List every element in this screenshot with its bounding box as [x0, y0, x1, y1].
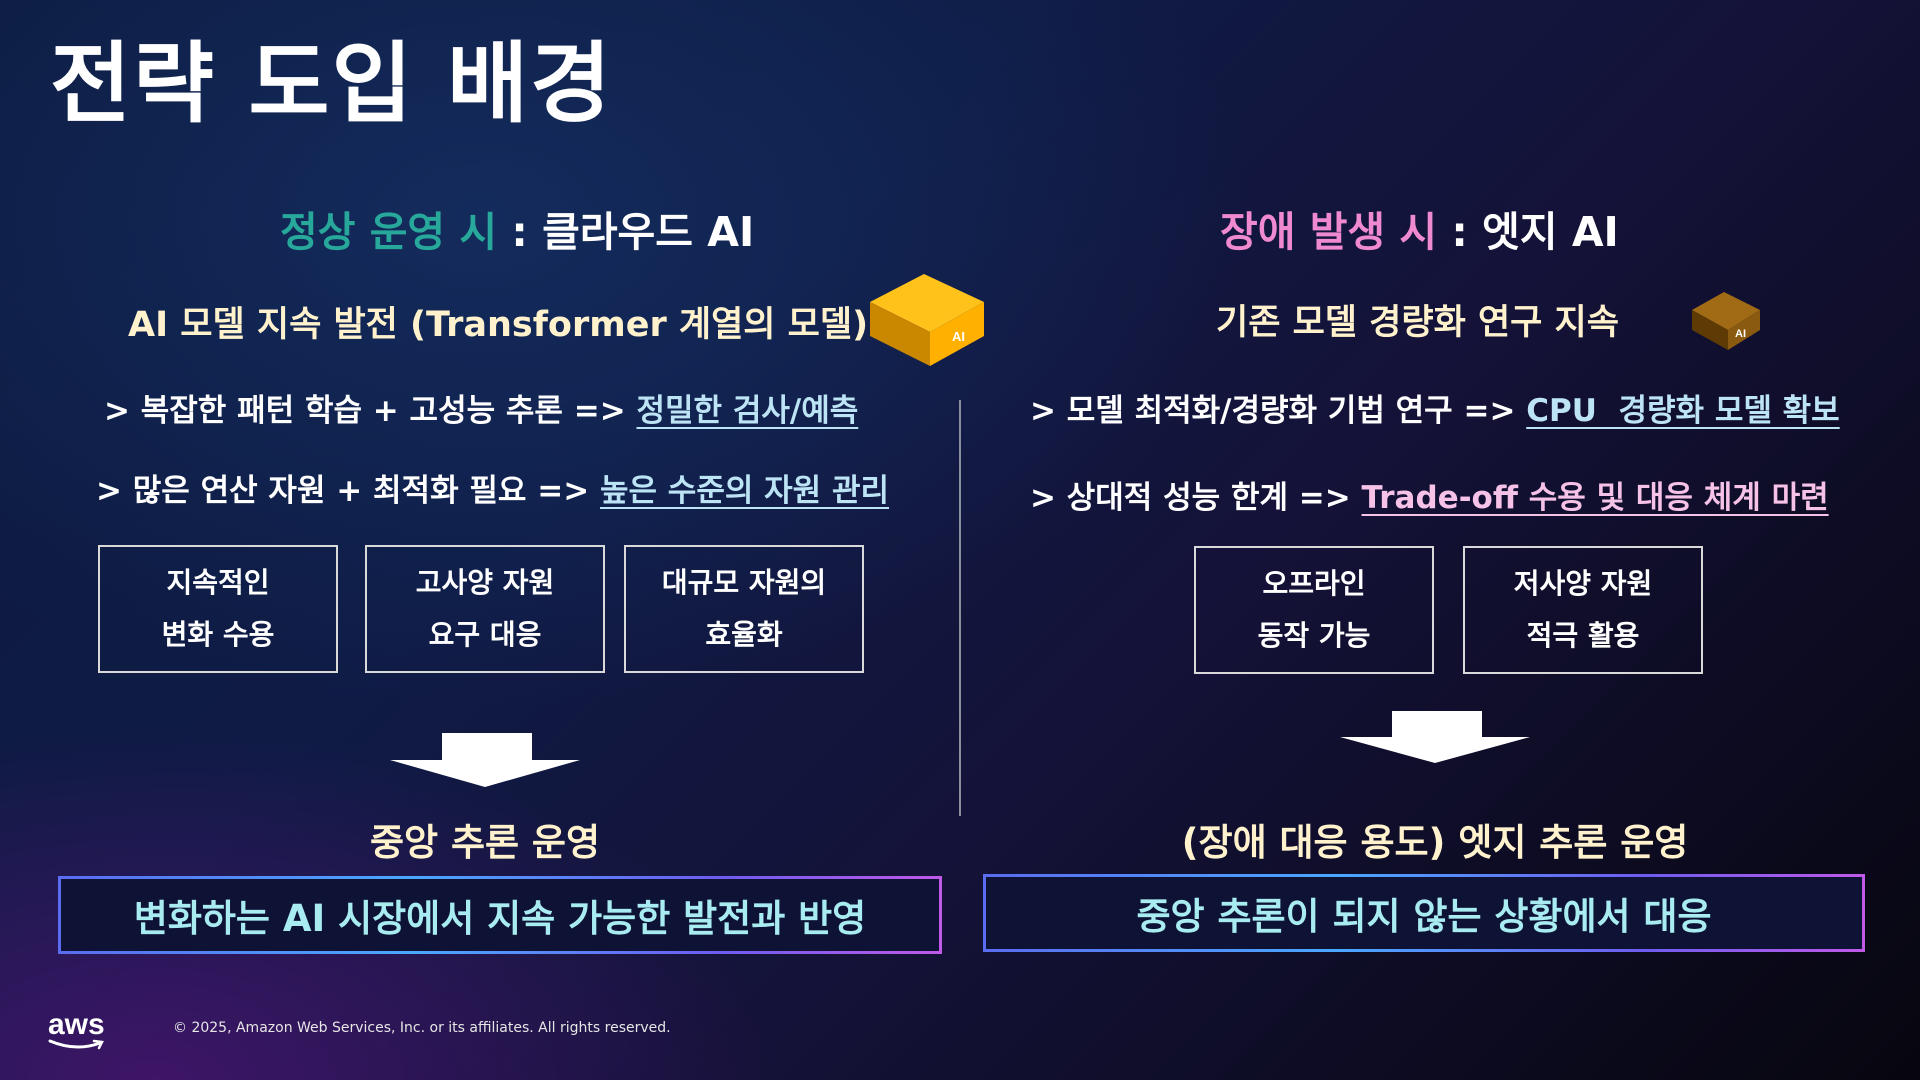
left-heading-accent: 정상 운영 시 — [280, 208, 498, 256]
left-box-1-line1: 지속적인 — [166, 566, 270, 599]
right-outcome: (장애 대응 용도) 엣지 추론 운영 — [1181, 821, 1689, 864]
left-box-3: 대규모 자원의 효율화 — [624, 545, 864, 673]
right-box-2: 저사양 자원 적극 활용 — [1463, 546, 1703, 674]
left-column-heading: 정상 운영 시 : 클라우드 AI — [280, 212, 754, 253]
left-outcome: 중앙 추론 운영 — [369, 821, 600, 864]
right-column-heading: 장애 발생 시 : 엣지 AI — [1220, 212, 1619, 253]
left-box-3-line2: 효율화 — [705, 618, 783, 651]
left-down-arrow-icon — [390, 733, 580, 787]
cube-gold-label: AI — [952, 329, 965, 344]
right-bullet-1: > 모델 최적화/경량화 기법 연구 => CPU 경량화 모델 확보 — [1030, 396, 1840, 427]
right-box-1-line2: 동작 가능 — [1257, 619, 1371, 652]
left-box-1-line2: 변화 수용 — [161, 618, 275, 651]
right-box-2-line1: 저사양 자원 — [1513, 567, 1653, 600]
right-heading-rest: : 엣지 AI — [1437, 208, 1619, 256]
copyright-text: © 2025, Amazon Web Services, Inc. or its… — [173, 1020, 671, 1036]
right-bullet-1-link[interactable]: CPU 경량화 모델 확보 — [1526, 393, 1840, 429]
right-down-arrow-icon — [1340, 711, 1530, 763]
left-conclusion-box: 변화하는 AI 시장에서 지속 가능한 발전과 반영 — [58, 876, 942, 954]
column-divider — [959, 400, 961, 816]
right-heading-accent: 장애 발생 시 — [1220, 208, 1438, 256]
left-box-2-line2: 요구 대응 — [428, 618, 542, 651]
left-box-3-line1: 대규모 자원의 — [661, 566, 827, 599]
left-bullet-2-prefix: > 많은 연산 자원 + 최적화 필요 => — [96, 473, 600, 509]
left-subheading: AI 모델 지속 발전 (Transformer 계열의 모델) — [128, 305, 869, 345]
aws-smile-icon — [48, 1039, 104, 1050]
right-subheading: 기존 모델 경량화 연구 지속 — [1216, 303, 1619, 343]
right-box-2-line2: 적극 활용 — [1526, 619, 1640, 652]
right-bullet-2-prefix: > 상대적 성능 한계 => — [1030, 480, 1362, 516]
left-box-1: 지속적인 변화 수용 — [98, 545, 338, 673]
left-bullet-2: > 많은 연산 자원 + 최적화 필요 => 높은 수준의 자원 관리 — [96, 476, 889, 507]
right-bullet-1-prefix: > 모델 최적화/경량화 기법 연구 => — [1030, 393, 1527, 429]
slide-title: 전략 도입 배경 — [50, 32, 614, 135]
right-conclusion-text: 중앙 추론이 되지 않는 상황에서 대응 — [1136, 895, 1712, 938]
right-box-1: 오프라인 동작 가능 — [1194, 546, 1434, 674]
left-conclusion-text: 변화하는 AI 시장에서 지속 가능한 발전과 반영 — [133, 897, 867, 940]
cube-bronze-label: AI — [1735, 328, 1746, 340]
left-bullet-1-prefix: > 복잡한 패턴 학습 + 고성능 추론 => — [104, 393, 637, 429]
right-conclusion-box: 중앙 추론이 되지 않는 상황에서 대응 — [983, 874, 1865, 952]
left-bullet-1: > 복잡한 패턴 학습 + 고성능 추론 => 정밀한 검사/예측 — [104, 396, 858, 427]
left-heading-rest: : 클라우드 AI — [497, 208, 755, 256]
left-box-2-line1: 고사양 자원 — [415, 566, 555, 599]
cube-gold-icon: AI — [870, 274, 984, 366]
cube-bronze-icon: AI — [1692, 292, 1760, 350]
aws-logo-text: aws — [48, 1008, 105, 1041]
right-bullet-2-link[interactable]: Trade-off 수용 및 대응 체계 마련 — [1361, 480, 1829, 516]
right-box-1-line1: 오프라인 — [1262, 567, 1366, 600]
aws-logo: aws — [48, 1010, 108, 1052]
left-bullet-1-link[interactable]: 정밀한 검사/예측 — [636, 393, 859, 429]
left-bullet-2-link[interactable]: 높은 수준의 자원 관리 — [599, 473, 890, 509]
left-box-2: 고사양 자원 요구 대응 — [365, 545, 605, 673]
right-bullet-2: > 상대적 성능 한계 => Trade-off 수용 및 대응 체계 마련 — [1030, 483, 1829, 514]
